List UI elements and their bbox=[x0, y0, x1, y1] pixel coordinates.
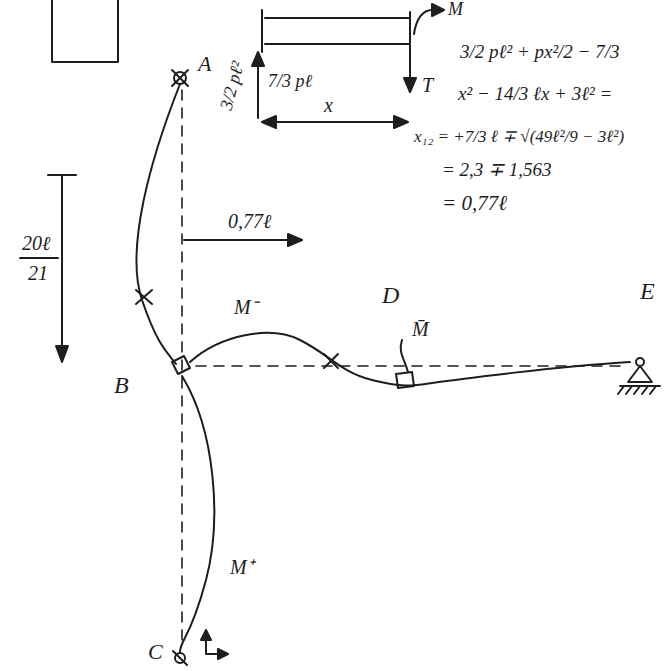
force-arrow bbox=[409, 48, 411, 82]
axis-line bbox=[181, 90, 183, 648]
arrow-head bbox=[432, 4, 444, 16]
arrow-head bbox=[56, 346, 68, 362]
force-name: T bbox=[420, 74, 435, 96]
moment-value: 3/2 pℓ² bbox=[216, 58, 249, 115]
deflected-member bbox=[180, 376, 214, 652]
equation-line: x₁₂ = +7/3 ℓ ∓ √(49ℓ²/9 − 3ℓ²) bbox=[412, 128, 626, 147]
dimension-value: 0,77ℓ bbox=[226, 210, 273, 232]
sleeve-symbol bbox=[396, 372, 414, 388]
inflection-mark bbox=[324, 354, 338, 368]
arrow-head bbox=[252, 52, 264, 66]
pin-support bbox=[636, 358, 644, 366]
dimension-value: 20ℓ bbox=[20, 232, 52, 254]
moment-name: M⁻ bbox=[232, 296, 260, 318]
dimension-value: 21 bbox=[26, 262, 50, 284]
deflected-member bbox=[190, 333, 630, 386]
point-name: A bbox=[196, 52, 213, 76]
deflected-member bbox=[136, 84, 180, 364]
dimension-line bbox=[266, 121, 404, 123]
point-name: E bbox=[638, 278, 657, 304]
equation-line: = 2,3 ∓ 1,563 bbox=[440, 160, 554, 181]
point-name: D bbox=[380, 282, 401, 308]
fraction-bar bbox=[20, 257, 58, 259]
arrow-head bbox=[262, 116, 408, 128]
arrow-head bbox=[288, 234, 302, 246]
equation-result: = 0,77ℓ bbox=[440, 192, 509, 215]
variable-name: x bbox=[322, 94, 335, 116]
rigid-joint bbox=[172, 356, 190, 374]
force-value: 7/3 pℓ bbox=[266, 72, 314, 92]
arrow-head bbox=[201, 630, 228, 659]
axis-line bbox=[196, 365, 622, 367]
arrow-head bbox=[404, 78, 416, 92]
equation-line: 3/2 pℓ² + px²/2 − 7/3 bbox=[458, 42, 621, 63]
inflection-mark bbox=[136, 290, 152, 304]
moment-name: M bbox=[446, 0, 465, 20]
hinge-symbol bbox=[173, 651, 187, 665]
point-name: B bbox=[112, 372, 131, 398]
dimension-line bbox=[184, 239, 296, 241]
equation-line: x² − 14/3 ℓx + 3ℓ² = bbox=[456, 84, 614, 105]
dimension-line bbox=[48, 175, 76, 356]
box-outline bbox=[52, 0, 118, 62]
pin-support bbox=[618, 366, 660, 394]
beam-segment bbox=[262, 10, 410, 52]
moment-name: M̄ bbox=[410, 318, 431, 340]
leader-line bbox=[401, 340, 408, 372]
point-name: C bbox=[146, 640, 165, 664]
moment-name: M⁺ bbox=[228, 556, 256, 578]
